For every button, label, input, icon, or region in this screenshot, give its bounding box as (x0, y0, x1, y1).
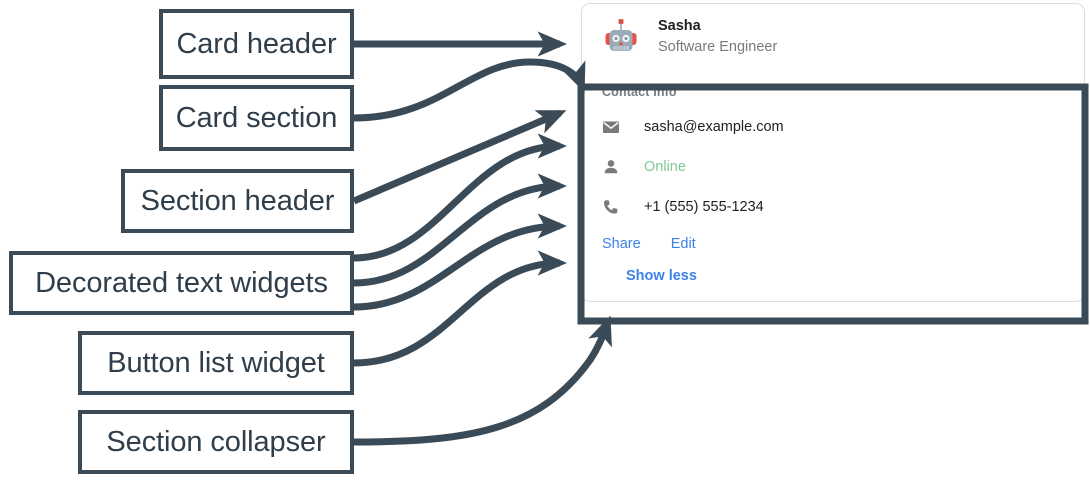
arrow-section-header (352, 109, 567, 205)
status-value: Online (644, 158, 686, 175)
edit-button[interactable]: Edit (670, 235, 696, 252)
decorated-text-widget-email: sasha@example.com (600, 113, 1066, 141)
card-header: Sasha Software Engineer (582, 4, 1084, 71)
card-title: Sasha (658, 17, 701, 34)
phone-icon (602, 198, 624, 216)
callout-card-header: Card header (159, 9, 354, 79)
person-icon (602, 158, 624, 176)
callout-decorated-text-widgets: Decorated text widgets (9, 251, 354, 315)
callout-card-section-label: Card section (175, 101, 338, 134)
email-value: sasha@example.com (644, 118, 784, 135)
card-subtitle: Software Engineer (658, 38, 778, 55)
decorated-text-widget-status: Online (600, 153, 1066, 181)
email-icon (602, 118, 624, 136)
arrow-decorated-text-2 (353, 173, 567, 287)
arrow-button-list (353, 250, 567, 367)
card-section: Contact Info sasha@example.com (582, 71, 1084, 301)
callout-decorated-text-widgets-label: Decorated text widgets (35, 266, 328, 299)
callout-section-header: Section header (121, 169, 354, 233)
phone-value: +1 (555) 555-1234 (644, 198, 764, 215)
robot-avatar-icon (600, 16, 642, 58)
section-collapser-button[interactable]: Show less (626, 268, 697, 284)
arrow-section-collapser (353, 315, 612, 446)
card-header-text: Sasha Software Engineer (658, 17, 778, 56)
callout-section-header-label: Section header (140, 184, 335, 217)
callout-card-header-label: Card header (176, 27, 337, 60)
callout-button-list-widget-label: Button list widget (107, 346, 325, 379)
arrow-decorated-text-1 (353, 133, 567, 262)
card-section-outline (577, 83, 1089, 325)
button-list-widget: Share Edit (602, 233, 1066, 255)
share-button[interactable]: Share (602, 235, 641, 252)
profile-card: Sasha Software Engineer Contact Info sas… (581, 3, 1085, 302)
decorated-text-widget-phone: +1 (555) 555-1234 (600, 193, 1066, 221)
callout-button-list-widget: Button list widget (78, 331, 354, 395)
callout-section-collapser: Section collapser (78, 410, 354, 474)
arrow-decorated-text-3 (353, 213, 567, 311)
callout-section-collapser-label: Section collapser (106, 425, 326, 458)
arrow-card-section (353, 58, 586, 122)
callout-card-section: Card section (159, 85, 354, 151)
